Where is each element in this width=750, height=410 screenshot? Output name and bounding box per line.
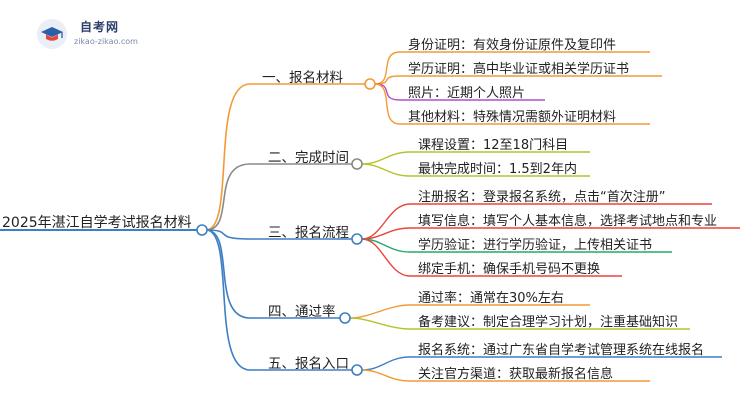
graduation-cap-icon [37,19,67,49]
branch-label-entry: 五、报名入口 [268,356,349,372]
branch-2-to-leaf-2-line [361,163,411,177]
leaf-course-setup: 课程设置：12至18门科目 [418,138,569,153]
root-to-branch-1-line [205,83,251,231]
root-to-branch-5-line [205,229,251,371]
leaf-education-verify: 学历验证：进行学历验证，上传相关证书 [418,238,653,253]
branch-3-to-leaf-4-line [361,238,411,277]
logo-title: 自考网 [80,20,120,34]
branch-label-process: 三、报名流程 [268,225,349,241]
leaf-pass-rate: 通过率：通常在30%左右 [418,291,564,306]
branch-3-knob [351,233,363,245]
root-to-branch-3-line [205,229,251,240]
leaf-photo: 照片：近期个人照片 [408,86,526,101]
node-knobs [196,78,376,376]
site-logo: 自考网 zikao-zikao.com [36,18,140,52]
branch-label-duration: 二、完成时间 [268,150,349,166]
branch-1-to-leaf-4-line [374,83,401,125]
leaf-bind-phone: 绑定手机：确保手机号码不更换 [418,262,601,277]
root-to-branch-4-line [205,229,251,319]
branch-2-to-leaf-1-line [361,151,411,165]
branch-4-knob [339,312,351,324]
branch-5-to-leaf-1-line [361,356,411,371]
leaf-register: 注册报名：登录报名系统，点击“首次注册” [418,190,666,205]
leaf-registration-system: 报名系统：通过广东省自学考试管理系统在线报名 [418,343,705,358]
leaf-fill-info: 填写信息：填写个人基本信息，选择考试地点和专业 [418,214,718,229]
branch-4-to-leaf-2-line [349,317,411,330]
branch-1-to-leaf-1-line [374,51,401,85]
root-node-label: 2025年湛江自学考试报名材料 [2,215,192,231]
logo-subtitle: zikao-zikao.com [74,37,138,46]
root-to-branch-2-line [205,163,251,231]
leaf-identity-proof: 身份证明：有效身份证原件及复印件 [408,38,617,53]
branch-label-pass-rate: 四、通过率 [268,304,336,320]
connector-lines [205,51,411,382]
branch-1-knob [364,78,376,90]
leaf-education-proof: 学历证明：高中毕业证或相关学历证书 [408,62,630,77]
node-underlines [0,51,740,382]
leaf-official-channels: 关注官方渠道：获取最新报名信息 [418,367,614,382]
leaf-fastest-completion: 最快完成时间：1.5到2年内 [418,162,577,177]
branch-5-knob [351,364,363,376]
branch-5-to-leaf-2-line [361,369,411,382]
branch-2-knob [351,158,363,170]
root-knob [196,224,208,236]
leaf-other-materials: 其他材料：特殊情况需额外证明材料 [408,110,617,125]
leaf-study-advice: 备考建议：制定合理学习计划，注重基础知识 [418,315,679,330]
branch-1-to-leaf-3-line [374,83,401,101]
branch-4-to-leaf-1-line [349,304,411,319]
branch-label-materials: 一、报名材料 [262,70,343,86]
